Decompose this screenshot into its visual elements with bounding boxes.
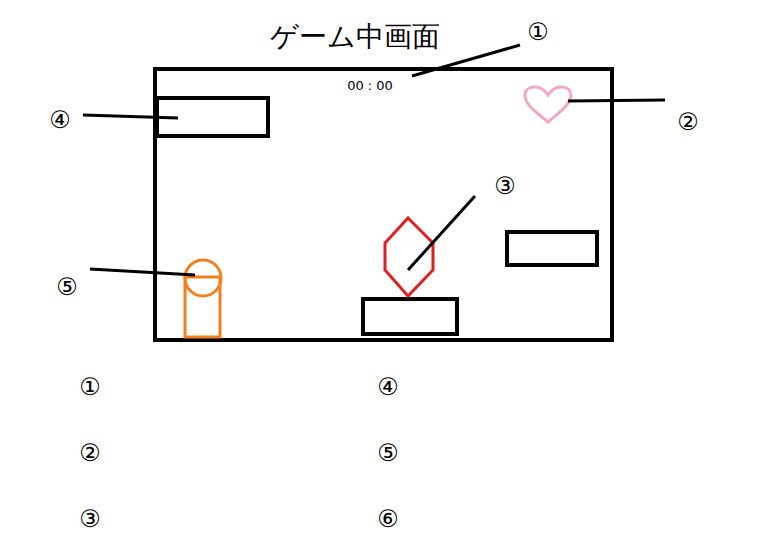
callout-number: ② bbox=[677, 109, 699, 135]
answer-number: ⑤ bbox=[377, 440, 399, 466]
timer-text: 00 : 00 bbox=[347, 79, 393, 93]
platform bbox=[363, 299, 457, 334]
player-head bbox=[185, 260, 221, 296]
leader-line bbox=[408, 196, 475, 270]
platform bbox=[507, 232, 597, 265]
hexagon-item bbox=[385, 218, 433, 296]
leader-line bbox=[568, 100, 665, 101]
answer-number: ① bbox=[79, 374, 101, 400]
heart-icon bbox=[525, 87, 571, 122]
callout-number: ⑤ bbox=[56, 274, 78, 300]
diagram-title: ゲーム中画面 bbox=[270, 22, 440, 53]
leader-line bbox=[90, 269, 195, 275]
answer-number: ⑥ bbox=[377, 506, 399, 532]
leader-line bbox=[83, 115, 178, 118]
answer-number: ② bbox=[79, 440, 101, 466]
player-body bbox=[185, 277, 220, 337]
callout-number: ③ bbox=[494, 173, 516, 199]
answer-number: ④ bbox=[377, 374, 399, 400]
answer-number: ③ bbox=[79, 506, 101, 532]
callout-number: ④ bbox=[49, 107, 71, 133]
callout-number: ① bbox=[527, 19, 549, 45]
screen-frame bbox=[155, 69, 612, 340]
